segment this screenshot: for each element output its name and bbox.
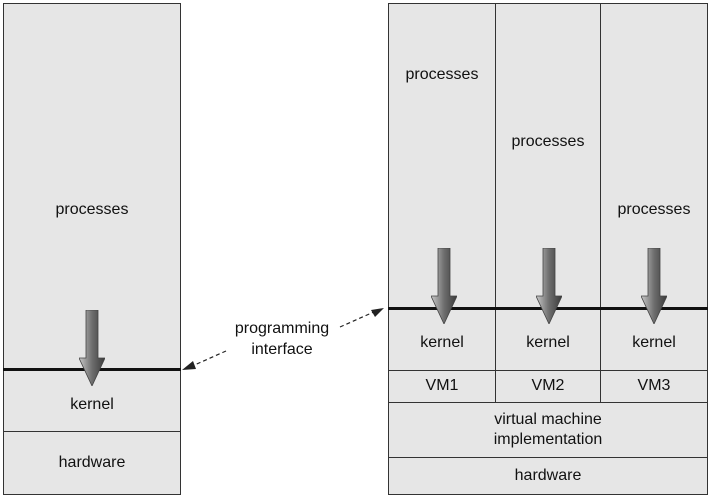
vm3-down-arrow-icon bbox=[641, 248, 667, 324]
programming-interface-label: programming interface bbox=[220, 318, 344, 360]
vm3-box bbox=[600, 370, 708, 403]
vm3-kernel-label: kernel bbox=[632, 334, 676, 351]
vm2-label: VM2 bbox=[531, 377, 565, 394]
left-down-arrow-icon bbox=[79, 310, 105, 386]
vm1-label: VM1 bbox=[425, 377, 459, 394]
programming-interface-line2: interface bbox=[251, 341, 313, 358]
left-processes-label: processes bbox=[55, 201, 129, 218]
vm1-processes-label: processes bbox=[405, 66, 479, 83]
vm1-down-arrow-icon bbox=[431, 248, 457, 324]
right-pointer-line bbox=[339, 310, 377, 328]
left-pointer-arrowhead-icon bbox=[182, 361, 196, 370]
vm2-processes-label: processes bbox=[511, 133, 585, 150]
vm3-processes-label: processes bbox=[617, 201, 691, 218]
left-hardware-box bbox=[3, 431, 181, 495]
right-hardware-label: hardware bbox=[514, 467, 582, 484]
left-hardware-label: hardware bbox=[58, 454, 126, 471]
left-kernel-label: kernel bbox=[70, 396, 114, 413]
vm-implementation-line1: virtual machine bbox=[494, 411, 602, 428]
vm2-kernel-label: kernel bbox=[526, 334, 570, 351]
vm-implementation-label: virtual machine implementation bbox=[388, 410, 708, 450]
vm-implementation-line2: implementation bbox=[493, 431, 603, 448]
vm2-down-arrow-icon bbox=[536, 248, 562, 324]
vm1-kernel-box bbox=[388, 308, 496, 371]
vm1-box bbox=[388, 370, 496, 403]
right-pointer-arrowhead-icon bbox=[371, 308, 384, 317]
vm1-processes-box bbox=[388, 3, 496, 310]
vm1-kernel-label: kernel bbox=[420, 334, 464, 351]
programming-interface-line1: programming bbox=[234, 320, 330, 337]
vm3-label: VM3 bbox=[637, 377, 671, 394]
right-hardware-box bbox=[388, 457, 708, 495]
